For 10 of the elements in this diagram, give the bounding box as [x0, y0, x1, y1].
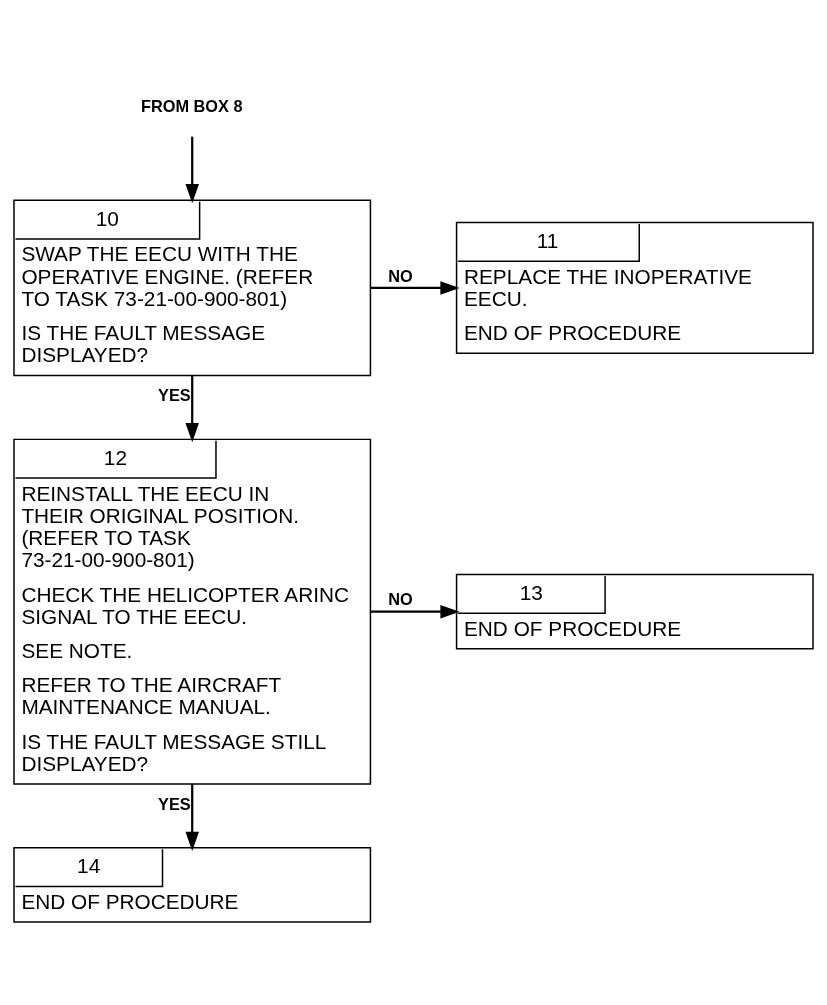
arrow [370, 281, 460, 295]
edge-label: NO [388, 590, 413, 609]
arrow [185, 783, 199, 852]
node-text: FROM BOX 8 [140, 97, 243, 116]
arrow [370, 604, 460, 619]
edge-label: YES [158, 795, 191, 814]
edge-label: NO [388, 266, 413, 285]
edge-label: YES [158, 386, 191, 405]
arrow [185, 136, 199, 204]
arrow [185, 375, 199, 443]
